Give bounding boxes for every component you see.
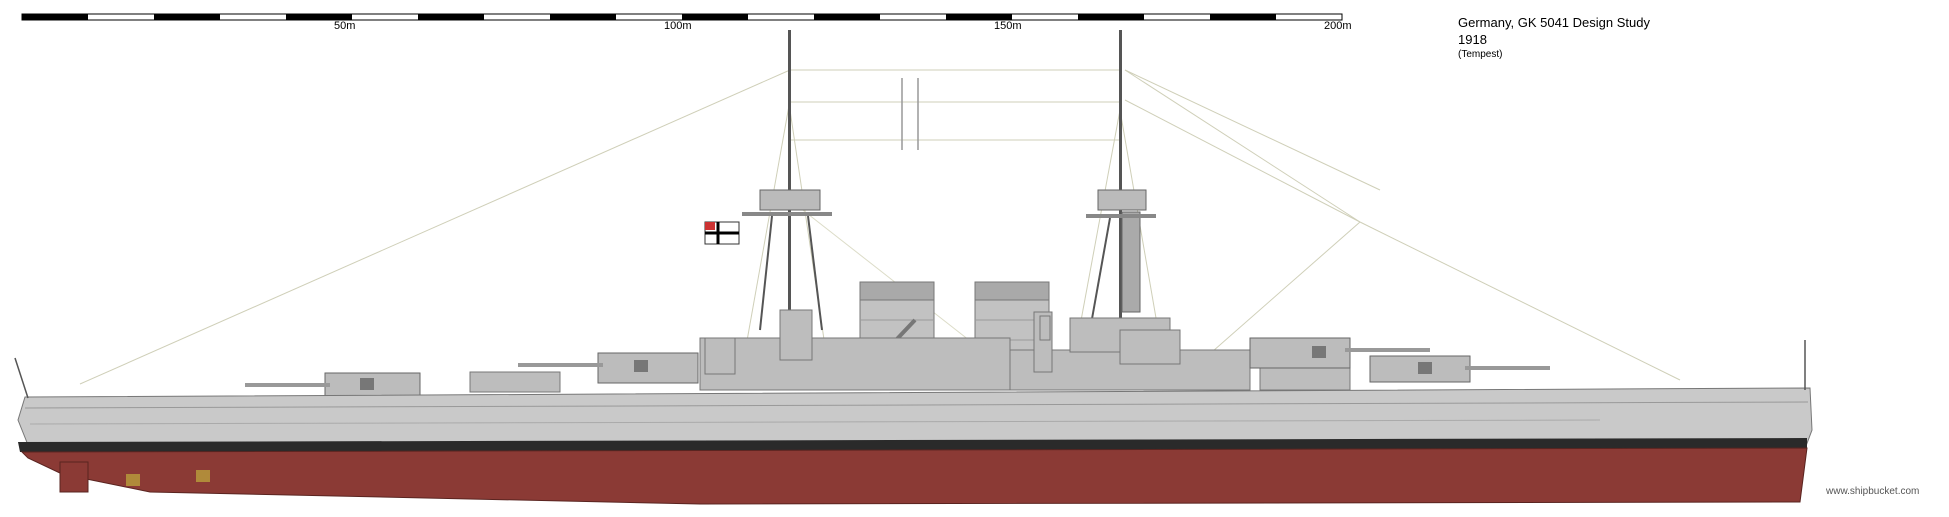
main-mast: [1086, 30, 1156, 350]
turret-x: [1249, 337, 1430, 369]
rigging-spreaders: [901, 78, 919, 150]
title-block: Germany, GK 5041 Design Study 1918 (Temp…: [1458, 14, 1650, 60]
scale-label-100m: 100m: [664, 20, 692, 32]
scale-label-50m: 50m: [334, 20, 356, 32]
scale-label-150m: 150m: [994, 20, 1022, 32]
turret-y: [1369, 355, 1550, 383]
staffs: [14, 340, 1806, 399]
ensign-flag: [704, 221, 740, 245]
turret-b: [518, 352, 699, 384]
scale-bar: [21, 13, 1343, 21]
scale-label-200m: 200m: [1324, 20, 1352, 32]
title-line-3: (Tempest): [1458, 49, 1503, 60]
title-line-1: Germany, GK 5041 Design Study: [1458, 15, 1650, 30]
fore-mast: [742, 30, 832, 350]
hull: [17, 387, 1813, 505]
watermark: www.shipbucket.com: [1826, 486, 1920, 497]
title-line-2: 1918: [1458, 32, 1487, 47]
propellers: [59, 461, 210, 493]
